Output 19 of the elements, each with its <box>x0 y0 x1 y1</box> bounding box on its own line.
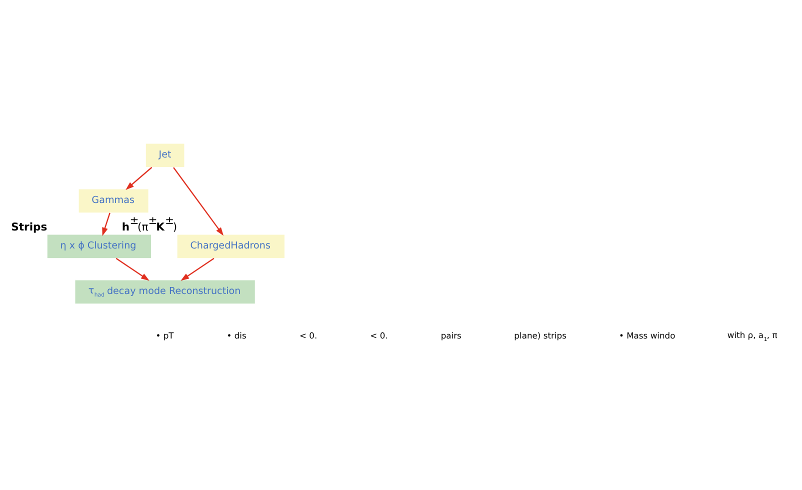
node-box: τ$_{had}$ decay mode Reconstruction <box>74 279 256 304</box>
arrow <box>173 166 224 236</box>
node-box: η x ϕ Clustering <box>46 234 152 258</box>
node-label: Strips <box>11 220 48 233</box>
arrow <box>116 257 150 280</box>
node-box: Gammas <box>78 188 149 213</box>
label: • pT <box>156 330 174 340</box>
label: pairs <box>440 330 462 340</box>
label: • dis <box>226 330 246 340</box>
arrow <box>180 257 214 280</box>
node-box: ChargedHadrons <box>176 234 286 258</box>
arrow <box>126 166 152 190</box>
arrow <box>102 212 110 236</box>
label: • Mass windo <box>618 330 676 340</box>
node-box: Jet <box>145 142 185 168</box>
label: with ρ, a$_{1}$, π <box>727 330 778 343</box>
label: < 0. <box>299 330 318 340</box>
label: < 0. <box>370 330 388 340</box>
label: plane) strips <box>514 330 566 340</box>
